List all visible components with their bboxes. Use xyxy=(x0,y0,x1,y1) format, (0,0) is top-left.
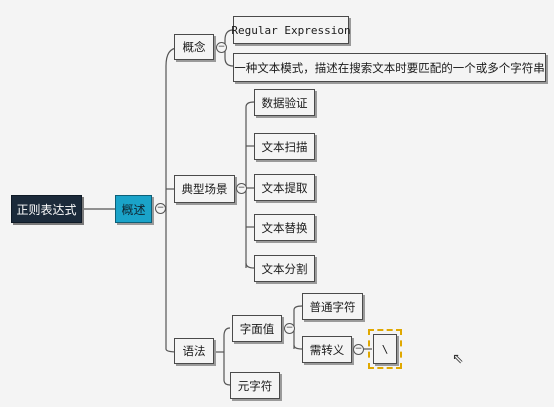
concept-item-definition[interactable]: 一种文本模式，描述在搜索文本时要匹配的一个或多个字符串 xyxy=(233,53,546,82)
scenarios-node[interactable]: 典型场景 xyxy=(174,175,235,203)
literal-collapse-icon[interactable]: − xyxy=(284,323,295,334)
concept-node[interactable]: 概念 xyxy=(174,34,214,60)
literal-item-escape[interactable]: 需转义 xyxy=(302,336,352,363)
scenario-item-text-extract[interactable]: 文本提取 xyxy=(254,174,315,201)
scenario-item-text-split[interactable]: 文本分割 xyxy=(254,255,315,282)
syntax-node[interactable]: 语法 xyxy=(174,338,214,364)
concept-collapse-icon[interactable]: − xyxy=(216,42,227,53)
scenario-item-data-validation[interactable]: 数据验证 xyxy=(254,89,315,116)
escape-example-node[interactable]: \ xyxy=(368,329,402,369)
mouse-pointer-icon: ⇖ xyxy=(452,351,464,367)
root-node[interactable]: 正则表达式 xyxy=(11,195,82,223)
literal-item-normal-chars[interactable]: 普通字符 xyxy=(302,293,363,320)
overview-collapse-icon[interactable]: − xyxy=(155,203,166,214)
scenarios-collapse-icon[interactable]: − xyxy=(236,183,247,194)
overview-node[interactable]: 概述 xyxy=(115,195,152,223)
concept-item-regular-expression[interactable]: Regular Expression xyxy=(231,16,351,44)
metachar-node[interactable]: 元字符 xyxy=(230,372,280,399)
escape-collapse-icon[interactable]: − xyxy=(353,344,364,355)
scenario-item-text-scan[interactable]: 文本扫描 xyxy=(254,133,315,160)
scenario-item-text-replace[interactable]: 文本替换 xyxy=(254,214,315,241)
literal-node[interactable]: 字面值 xyxy=(232,315,282,342)
